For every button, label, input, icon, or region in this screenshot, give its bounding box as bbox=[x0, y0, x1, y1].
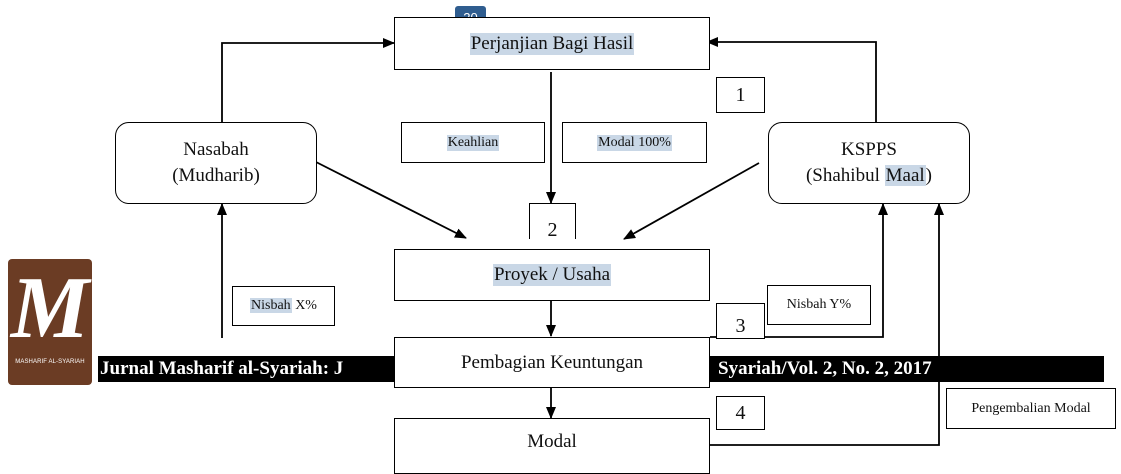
skill-box: Keahlian bbox=[401, 122, 545, 163]
customer-ratio-label: Nisbah X% bbox=[250, 298, 317, 314]
agreement-box: Perjanjian Bagi Hasil bbox=[394, 17, 710, 70]
journal-logo-caption: MASHARIF AL-SYARIAH bbox=[15, 359, 85, 365]
profit-sharing-box: Pembagian Keuntungan bbox=[394, 337, 710, 388]
institution-ratio-label: Nisbah Y% bbox=[786, 297, 852, 312]
capital-box: Modal bbox=[394, 418, 710, 474]
step-3-box: 3 bbox=[716, 303, 765, 339]
customer-ratio-value: X% bbox=[291, 298, 317, 313]
agreement-label: Perjanjian Bagi Hasil bbox=[469, 32, 635, 55]
step-2-label: 2 bbox=[547, 219, 558, 241]
customer-name: Nasabah bbox=[183, 139, 249, 161]
project-label: Proyek / Usaha bbox=[492, 264, 612, 286]
capital-full-box: Modal 100% bbox=[562, 122, 707, 163]
capital-label: Modal bbox=[527, 431, 577, 452]
arrow-customer-to-agreement bbox=[221, 38, 395, 122]
skill-label: Keahlian bbox=[446, 134, 500, 151]
customer-ratio-box: Nisbah X% bbox=[232, 286, 335, 326]
journal-logo: M MASHARIF AL-SYARIAH bbox=[8, 259, 92, 385]
arrow-institution-to-project bbox=[623, 162, 760, 240]
institution-role-prefix: (Shahibul bbox=[805, 165, 885, 186]
step-2-box: 2 bbox=[529, 203, 576, 241]
capital-full-label: Modal 100% bbox=[597, 134, 672, 151]
institution-role-highlight: Maal bbox=[884, 165, 926, 186]
institution-box: KSPPS (Shahibul Maal) bbox=[768, 122, 970, 204]
institution-role: (Shahibul Maal) bbox=[806, 163, 932, 189]
capital-return-box: Pengembalian Modal bbox=[946, 388, 1116, 429]
step-4-box: 4 bbox=[716, 396, 765, 430]
arrow-customer-to-project bbox=[315, 161, 467, 239]
step-1-label: 1 bbox=[735, 83, 746, 106]
arrow-capital-to-institution bbox=[710, 203, 944, 446]
customer-box: Nasabah (Mudharib) bbox=[115, 122, 317, 204]
step-1-box: 1 bbox=[716, 77, 765, 113]
institution-role-suffix: ) bbox=[925, 165, 932, 186]
institution-name: KSPPS bbox=[841, 139, 897, 161]
journal-logo-letter: M bbox=[10, 260, 90, 357]
customer-ratio-highlight: Nisbah bbox=[250, 298, 292, 313]
capital-return-label: Pengembalian Modal bbox=[971, 400, 1091, 416]
institution-ratio-box: Nisbah Y% bbox=[767, 285, 871, 325]
arrow-profit-to-institution bbox=[710, 203, 888, 338]
step-4-label: 4 bbox=[735, 401, 746, 424]
journal-header-left-text: Jurnal Masharif al-Syariah: J bbox=[100, 358, 344, 379]
profit-sharing-label: Pembagian Keuntungan bbox=[460, 351, 644, 373]
step-3-label: 3 bbox=[735, 314, 746, 337]
arrow-institution-to-agreement bbox=[706, 37, 877, 122]
journal-header-right-text: Syariah/Vol. 2, No. 2, 2017 bbox=[718, 358, 932, 379]
customer-role: (Mudharib) bbox=[172, 165, 260, 186]
project-box: Proyek / Usaha bbox=[394, 249, 710, 301]
